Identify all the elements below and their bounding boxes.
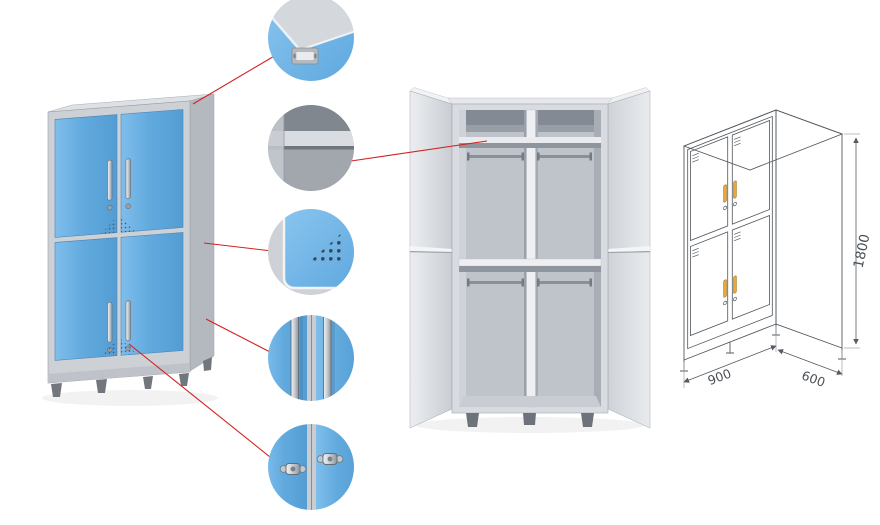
- handle-lower-left: [107, 301, 113, 343]
- closed-locker-shadow: [42, 390, 218, 406]
- interior-left-wall: [459, 110, 466, 407]
- wf-front-details: [687, 115, 773, 350]
- label-card-holder: [291, 47, 319, 65]
- handle-upper-right: [125, 158, 131, 200]
- width-dimension-label: 900: [706, 366, 734, 389]
- lock-upper-right: [125, 203, 131, 209]
- wf-feet: [680, 324, 846, 372]
- open-locker-render: [409, 87, 651, 429]
- door-upper-left: [54, 114, 118, 238]
- handle-left: [290, 315, 299, 401]
- dimension-line-drawing: 1800 900 600: [680, 109, 874, 390]
- callout-door-handles: [268, 315, 354, 401]
- vent-dots-lower-right: [121, 339, 137, 356]
- wf-door-upper-right: [731, 119, 770, 225]
- callout-interior-shelf: [268, 105, 354, 191]
- cam-lock-left: [279, 463, 307, 475]
- wf-dimension-lines: [683, 137, 859, 383]
- callout-line-shelf: [350, 140, 488, 162]
- cam-lock-right: [316, 453, 344, 465]
- top-shelf-edge: [459, 137, 601, 143]
- mid-shelf-edge: [458, 258, 602, 267]
- hanging-rods-upper: [467, 152, 592, 161]
- width-dim-line: [683, 345, 777, 383]
- wf-top-face: [682, 109, 844, 171]
- callout-line-locks: [128, 343, 276, 462]
- door-lower-right: [120, 232, 184, 356]
- lock-upper-left: [107, 204, 113, 211]
- vent-dots-upper-right: [121, 216, 137, 233]
- callout-lines: [128, 54, 488, 462]
- open-door-right: [603, 87, 651, 429]
- wf-handles: [723, 180, 737, 298]
- handle-right: [323, 315, 332, 401]
- wf-side-face: [775, 109, 843, 349]
- door-seam-right: [608, 246, 650, 252]
- door-seam-left: [410, 246, 452, 252]
- vent-hole-grid: [306, 231, 344, 265]
- callout-line-vents: [203, 242, 273, 252]
- front-kick-strip: [48, 362, 190, 383]
- interior-right-wall: [594, 110, 601, 407]
- interior-floor: [459, 396, 601, 407]
- door-corner: [282, 209, 354, 290]
- callout-door-locks: [268, 424, 354, 510]
- door-upper-right: [120, 109, 184, 233]
- height-dimension-label: 1800: [851, 233, 874, 270]
- locker-front-face: [47, 100, 191, 384]
- closed-locker-render: [47, 93, 215, 397]
- handle-upper-left: [107, 159, 113, 201]
- shelf-front-edge: [268, 146, 354, 150]
- open-locker-feet: [466, 413, 594, 427]
- handle-lower-right: [125, 300, 131, 342]
- callout-line-top-corner: [192, 54, 277, 105]
- hanging-rods-lower: [467, 278, 592, 287]
- door-lower-left: [54, 237, 118, 361]
- wf-door-lower-right: [731, 214, 770, 320]
- callout-top-corner-label-holder: [268, 0, 354, 81]
- center-divider: [526, 109, 536, 408]
- depth-dimension-label: 600: [800, 368, 828, 390]
- callout-line-handles: [205, 318, 273, 354]
- callout-ventilation-holes: [268, 209, 354, 295]
- open-locker-body: [447, 97, 613, 414]
- wf-door-lower-left: [690, 231, 729, 337]
- depth-dim-line: [777, 349, 843, 375]
- wf-locks: [723, 201, 737, 306]
- wf-dimension-labels: 1800 900 600: [706, 233, 874, 390]
- locker-side-face: [189, 93, 215, 372]
- wf-vent-marks: [692, 136, 741, 258]
- body-top-edge: [447, 97, 613, 105]
- shelf-top-surface: [268, 131, 354, 146]
- side-wall: [268, 105, 284, 191]
- open-door-left: [409, 87, 457, 429]
- wf-door-upper-left: [690, 136, 729, 242]
- wf-front-face: [683, 109, 777, 361]
- locker-feet: [51, 357, 212, 397]
